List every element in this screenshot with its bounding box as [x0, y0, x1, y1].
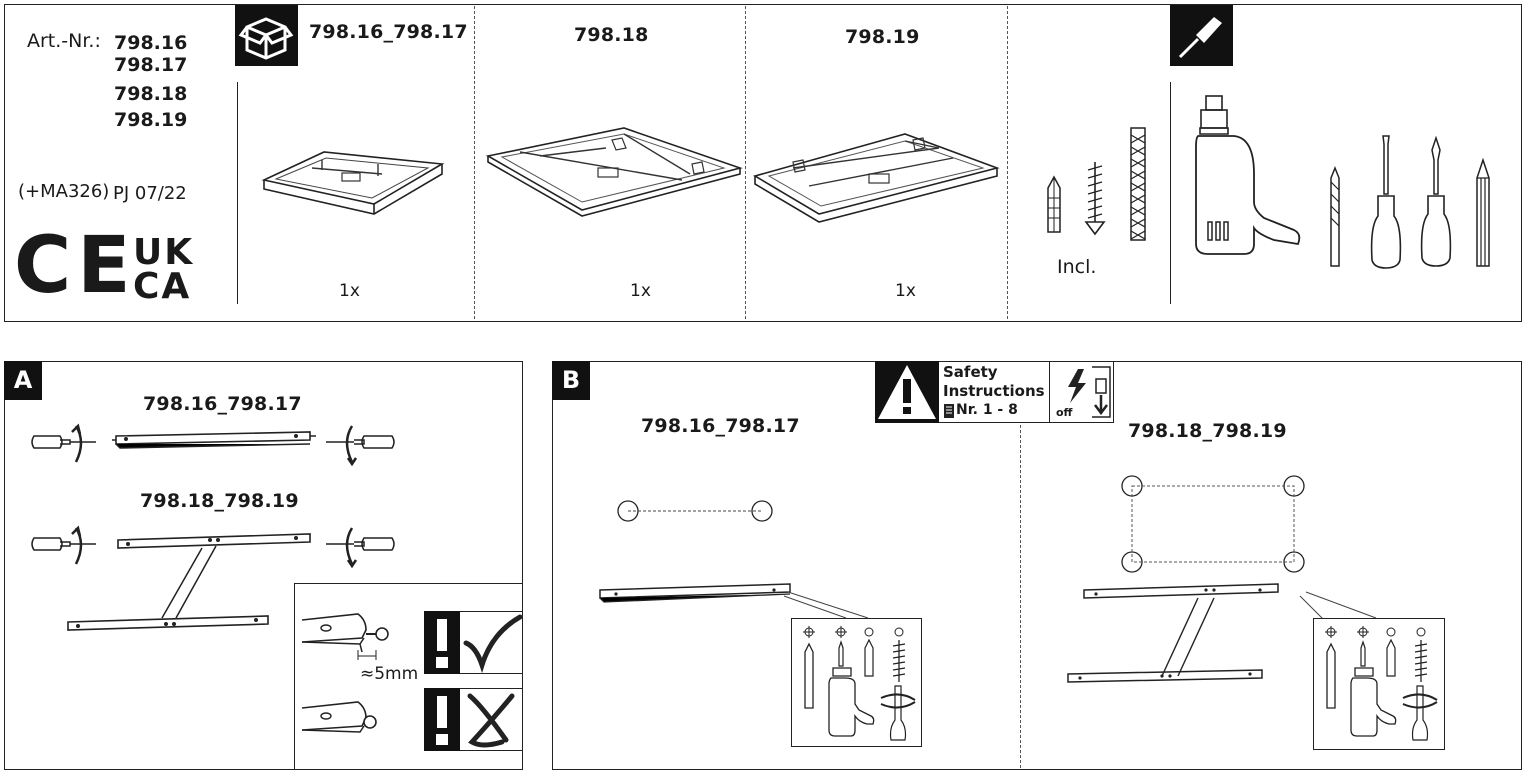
- step-a-bracket-small: [31, 423, 395, 467]
- step-b-title-right: 798.18_798.19: [1128, 420, 1287, 442]
- checkmark-icon: [463, 614, 523, 674]
- chain-strip-icon: [1130, 127, 1146, 241]
- ukca-mark-line2: CA: [133, 266, 192, 307]
- zoom-lines-left: [783, 591, 869, 619]
- flat-screwdriver-icon: [1370, 135, 1402, 269]
- warning-icon: [875, 361, 939, 423]
- safety-line1: Safety: [943, 363, 998, 381]
- art-label: Art.-Nr.:: [27, 30, 101, 52]
- drill-holes-two: [617, 500, 773, 522]
- incorrect-exclamation-icon: [424, 688, 460, 751]
- package-col2-title: 798.18: [574, 24, 649, 46]
- art-number-3: 798.18: [114, 83, 188, 105]
- package-col3-title: 798.19: [845, 26, 920, 48]
- package-col2-qty: 1x: [630, 281, 651, 301]
- manual-icon: [944, 404, 954, 418]
- hardware-label: Incl.: [1057, 256, 1097, 278]
- step-b-bracket-large: [1067, 583, 1279, 683]
- screw-icon: [1084, 162, 1106, 236]
- date-code: PJ 07/22: [113, 183, 187, 204]
- pencil-icon: [1476, 157, 1490, 267]
- correct-exclamation-icon: [424, 611, 460, 674]
- step-b-tools-right: [1325, 626, 1438, 741]
- package-col1-qty: 1x: [339, 281, 360, 301]
- phillips-screwdriver-icon: [1420, 135, 1452, 267]
- art-number-2: 798.17: [114, 54, 188, 76]
- bracket-end-incorrect: [301, 701, 377, 733]
- package-box-icon: [235, 5, 298, 66]
- package-col1-title: 798.16_798.17: [309, 21, 468, 43]
- step-b-badge: B: [552, 361, 590, 400]
- zoom-lines-right: [1299, 591, 1377, 623]
- wall-plug-icon: [1047, 175, 1061, 233]
- drill-icon: [1195, 95, 1301, 255]
- step-a-bracket-large: [31, 525, 395, 631]
- step-a-title-top: 798.16_798.17: [143, 393, 302, 415]
- bracket-end-correct: [301, 613, 389, 660]
- distance-label: ≈5mm: [360, 664, 419, 684]
- step-b-bracket-small: [599, 583, 791, 603]
- step-a-letter: A: [13, 366, 33, 394]
- art-number-4: 798.19: [114, 109, 188, 131]
- step-b-letter: B: [561, 366, 581, 394]
- step-a-badge: A: [4, 361, 42, 400]
- cross-icon: [467, 693, 515, 748]
- panel-large-drawing: [752, 133, 1000, 223]
- panel-medium-drawing: [485, 127, 743, 217]
- version-code: (+MA326): [18, 181, 110, 202]
- screwdriver-icon: [1170, 5, 1233, 66]
- art-number-1: 798.16: [114, 32, 188, 54]
- drill-holes-four: [1121, 475, 1305, 573]
- drill-bit-icon: [1330, 165, 1340, 267]
- step-b-tools-left: [803, 626, 916, 741]
- safety-line2: Instructions: [943, 382, 1045, 400]
- panel-small-drawing: [261, 151, 445, 215]
- step-b-title-left: 798.16_798.17: [641, 415, 800, 437]
- electric-shock-icon: [1068, 366, 1111, 418]
- package-col3-qty: 1x: [895, 281, 916, 301]
- power-off-label: off: [1056, 406, 1073, 419]
- safety-line3: Nr. 1 - 8: [956, 402, 1018, 418]
- step-a-title-bottom: 798.18_798.19: [140, 490, 299, 512]
- ce-mark: CE: [14, 221, 137, 311]
- ukca-mark-line1: UK: [133, 232, 195, 273]
